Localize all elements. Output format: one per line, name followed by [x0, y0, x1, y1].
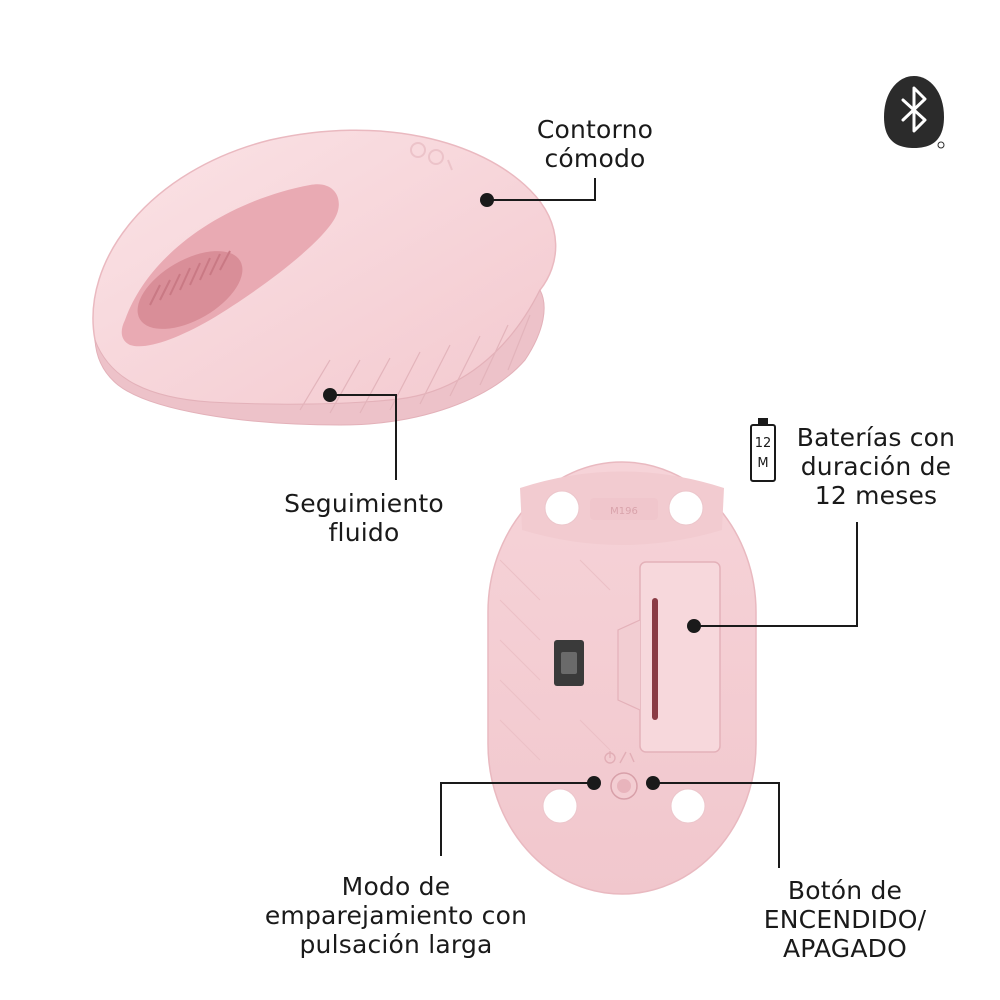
power-symbols [604, 751, 635, 764]
callout-contour: Contorno cómodo [518, 115, 672, 173]
callout-pairing-line-3: pulsación larga [299, 930, 493, 959]
callout-battery-line-2: duración de [800, 452, 952, 481]
callout-contour-line-1: Contorno [536, 115, 654, 144]
callout-pairing-line-2: emparejamiento con [264, 901, 528, 930]
callout-pairing-line-1: Modo de [341, 872, 451, 901]
callout-power: Botón de ENCENDIDO/ APAGADO [745, 876, 945, 963]
callout-contour-line-2: cómodo [544, 144, 646, 173]
callout-tracking-line-2: fluido [328, 518, 400, 547]
callout-tracking-line-1: Seguimiento [284, 489, 444, 518]
callout-battery-line-1: Baterías con [796, 423, 956, 452]
callout-power-line-3: APAGADO [782, 934, 908, 963]
mouse-top-view [92, 129, 557, 426]
callout-power-line-1: Botón de [787, 876, 903, 905]
callout-battery: Baterías con duración de 12 meses [781, 423, 971, 510]
battery-icon [750, 418, 776, 482]
model-text: M196 [610, 506, 638, 517]
callout-battery-line-3: 12 meses [814, 481, 938, 510]
bluetooth-icon [884, 76, 945, 149]
callout-tracking: Seguimiento fluido [270, 489, 458, 547]
leader-lines [330, 178, 858, 868]
scroll-wheel [137, 250, 243, 329]
battery-icon-text-1: 12 [755, 436, 772, 451]
callout-pairing: Modo de emparejamiento con pulsación lar… [248, 872, 544, 959]
callout-power-line-2: ENCENDIDO/ [763, 905, 927, 934]
battery-icon-text-2: M [757, 456, 768, 471]
callout-dots [323, 193, 701, 790]
logo-mark [410, 142, 453, 171]
mouse-bottom-view [487, 461, 757, 895]
